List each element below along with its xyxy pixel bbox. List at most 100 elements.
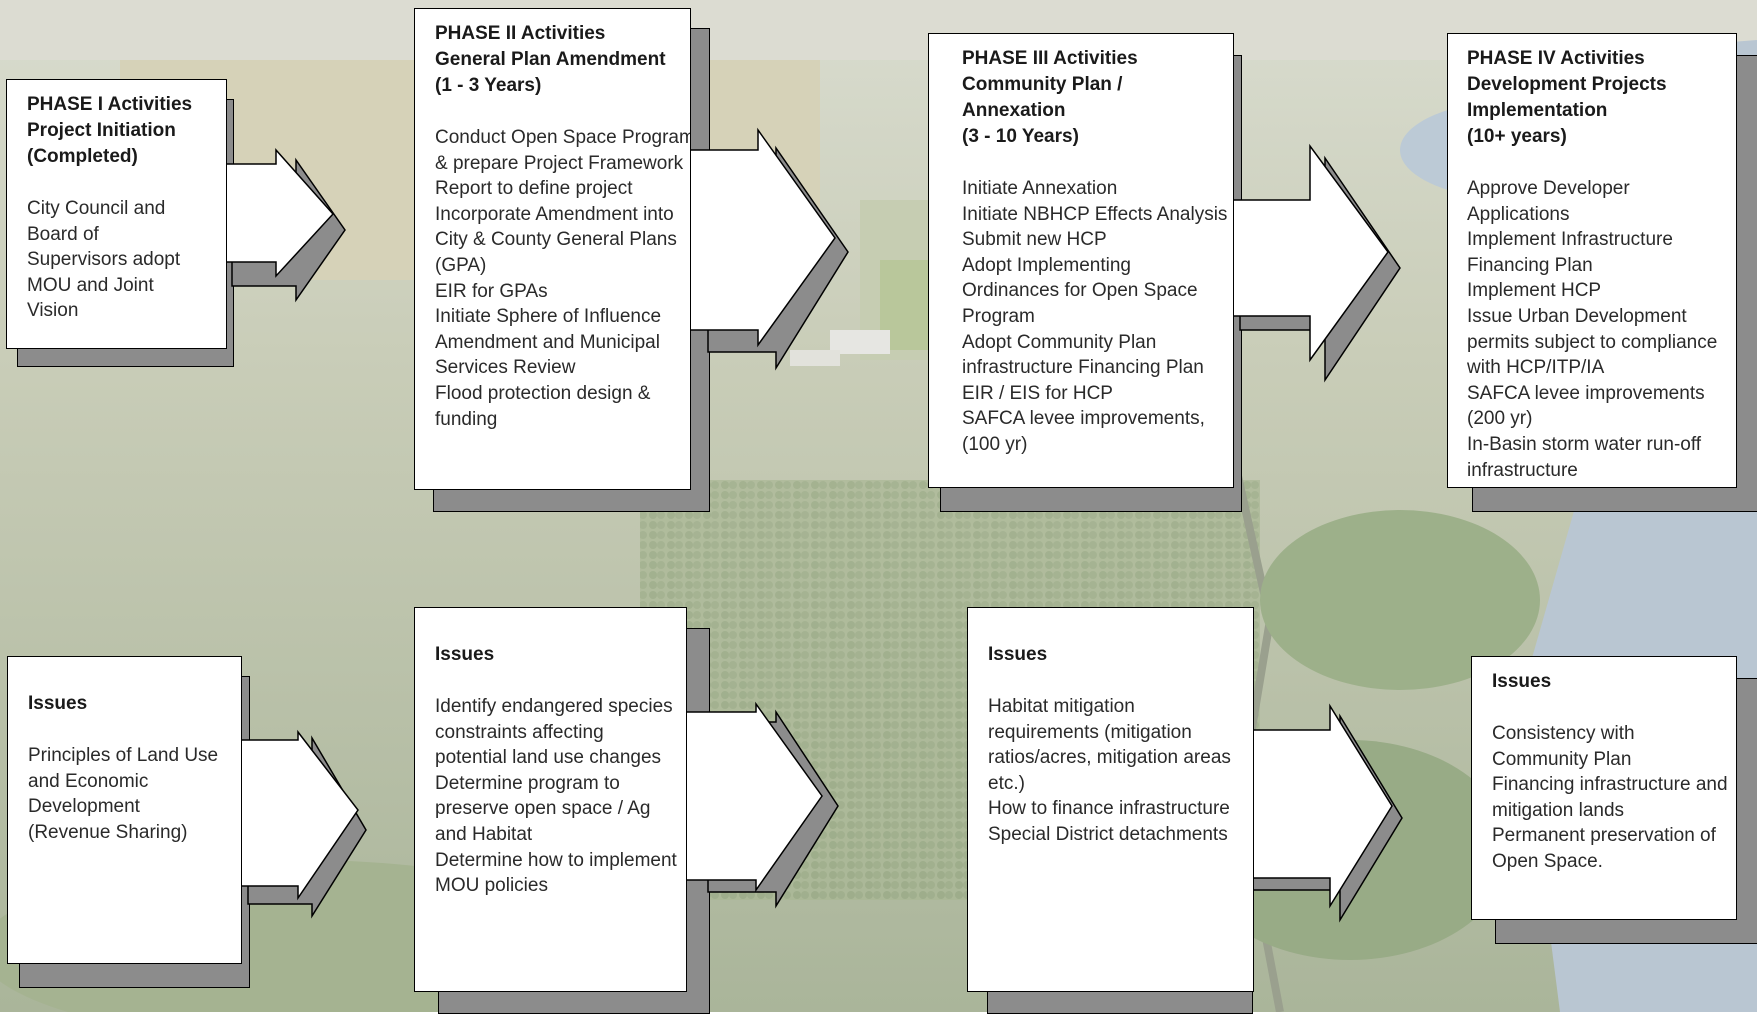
activity-line: Initiate NBHCP Effects Analysis [962,203,1228,225]
issues-3-heading: Issues [988,642,1237,668]
activity-line: with HCP/ITP/IA [1467,357,1605,379]
heading-line: Implementation [1467,100,1608,121]
heading-line: PHASE I Activities [27,94,193,115]
activity-line: Adopt Community Plan [962,331,1157,353]
activity-line: & prepare Project Framework [435,152,684,174]
activity-line: SAFCA levee improvements, [962,408,1205,430]
issues-4-list: Consistency with Community Plan Financin… [1492,721,1728,875]
activity-line: infrastructure Financing Plan [962,357,1204,379]
activity-line: MOU and Joint [27,274,154,296]
phase-2-heading: PHASE II Activities General Plan Amendme… [435,21,674,99]
issue-line: Permanent preservation of [1492,825,1716,847]
heading-line: (3 - 10 Years) [962,126,1079,147]
heading-line: PHASE II Activities [435,23,606,44]
phase-2-activities: Conduct Open Space Program & prepare Pro… [435,125,691,432]
activity-line: permits subject to compliance [1467,331,1718,353]
heading-line: (Completed) [27,146,138,167]
heading-line: General Plan Amendment [435,49,666,70]
heading-line: Issues [988,644,1048,665]
activity-line: Program [962,305,1035,327]
issues-1-list: Principles of Land Use and Economic Deve… [28,743,225,845]
activity-line: Implement Infrastructure [1467,229,1673,251]
activity-line: Conduct Open Space Program [435,127,691,148]
activity-line: SAFCA levee improvements [1467,382,1705,404]
activity-line: EIR / EIS for HCP [962,382,1113,404]
heading-line: (1 - 3 Years) [435,75,542,96]
issues-2-heading: Issues [435,642,670,668]
activity-line: (200 yr) [1467,408,1533,430]
issue-line: potential land use changes [435,747,662,769]
activity-line: Supervisors adopt [27,249,181,271]
issue-line: Consistency with [1492,723,1635,744]
heading-line: (10+ years) [1467,126,1567,147]
issue-line: Special District detachments [988,823,1228,845]
issue-line: requirements (mitigation [988,721,1192,743]
issue-line: Determine program to [435,772,620,794]
heading-line: Community Plan / [962,74,1123,95]
issue-line: Development [28,796,140,818]
phase-1-box: PHASE I Activities Project Initiation (C… [6,79,227,349]
activity-line: (GPA) [435,254,487,276]
issue-line: and Economic [28,770,149,792]
activity-line: Initiate Annexation [962,178,1118,199]
activity-line: Applications [1467,203,1570,225]
issue-line: Principles of Land Use [28,745,219,766]
issue-line: Financing infrastructure and [1492,774,1728,796]
issues-4-heading: Issues [1492,669,1720,695]
activity-line: City Council and [27,198,166,219]
issue-line: How to finance infrastructure [988,798,1230,820]
issues-3-box: Issues Habitat mitigation requirements (… [967,607,1254,992]
activity-line: funding [435,408,498,430]
phase-4-activities: Approve Developer Applications Implement… [1467,176,1720,483]
phase-1-heading: PHASE I Activities Project Initiation (C… [27,92,210,170]
activity-line: Ordinances for Open Space [962,280,1198,302]
activity-line: infrastructure [1467,459,1578,481]
issues-1-heading: Issues [28,691,225,717]
issues-3-list: Habitat mitigation requirements (mitigat… [988,694,1237,848]
issue-line: Habitat mitigation [988,696,1135,717]
heading-line: Annexation [962,100,1066,121]
activity-line: Implement HCP [1467,280,1602,302]
heading-line: Issues [435,644,495,665]
issue-line: Open Space. [1492,850,1603,872]
issue-line: ratios/acres, mitigation areas [988,747,1231,769]
activity-line: Incorporate Amendment into [435,203,674,225]
phase-3-box: PHASE III Activities Community Plan / An… [928,33,1234,488]
issue-line: (Revenue Sharing) [28,821,188,843]
heading-line: PHASE IV Activities [1467,48,1645,69]
activity-line: Amendment and Municipal [435,331,660,353]
activity-line: Submit new HCP [962,229,1107,251]
phase-3-heading: PHASE III Activities Community Plan / An… [962,46,1217,150]
issue-line: mitigation lands [1492,799,1625,821]
issue-line: Community Plan [1492,748,1632,770]
issue-line: Determine how to implement [435,849,677,871]
issue-line: preserve open space / Ag [435,798,651,820]
activity-line: Issue Urban Development [1467,305,1687,327]
activity-line: In-Basin storm water run-off [1467,433,1702,455]
heading-line: PHASE III Activities [962,48,1138,69]
activity-line: City & County General Plans [435,229,677,251]
activity-line: EIR for GPAs [435,280,548,302]
activity-line: Adopt Implementing [962,254,1131,276]
activity-line: Vision [27,300,79,322]
activity-line: Board of [27,223,99,245]
activity-line: Flood protection design & [435,382,651,404]
heading-line: Issues [28,693,88,714]
phase-4-box: PHASE IV Activities Development Projects… [1447,33,1737,488]
issue-line: etc.) [988,772,1025,794]
phase-2-box: PHASE II Activities General Plan Amendme… [414,8,691,490]
activity-line: (100 yr) [962,433,1028,455]
activity-line: Report to define project [435,178,633,200]
activity-line: Financing Plan [1467,254,1593,276]
issues-4-box: Issues Consistency with Community Plan F… [1471,656,1737,920]
issue-line: MOU policies [435,875,548,897]
activity-line: Initiate Sphere of Influence [435,306,662,328]
issues-2-list: Identify endangered species constraints … [435,694,677,899]
phase-4-heading: PHASE IV Activities Development Projects… [1467,46,1720,150]
